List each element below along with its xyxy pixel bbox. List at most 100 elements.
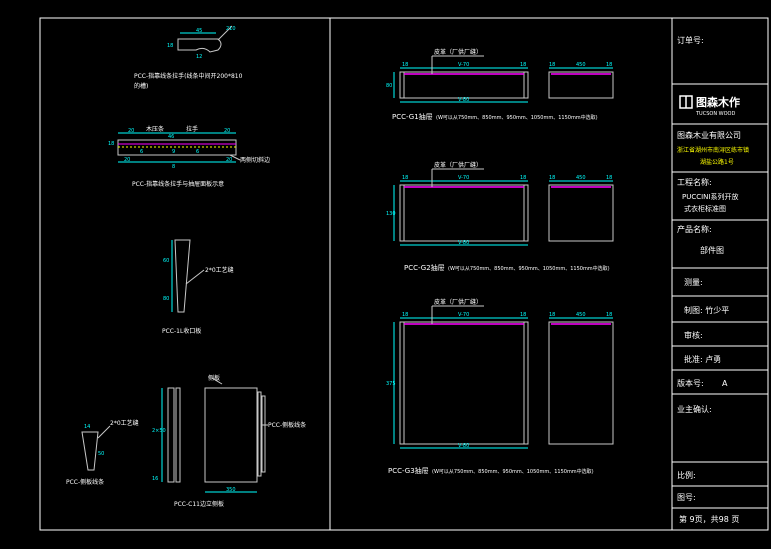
pull-caption-line1: PCC-指靠线条拉手(线条中间开200*810	[134, 72, 243, 80]
drawer-top-dim: 18	[402, 175, 408, 181]
page-info: 第 9页，共98 页	[679, 514, 739, 524]
measure-label: 测量:	[684, 278, 703, 287]
panel-dim: 2×50	[152, 428, 166, 434]
logo-sub: TUCSON WOOD	[695, 111, 735, 117]
drawer-caption: PCC-G1抽屉	[392, 112, 433, 121]
project-name-1: PUCCINI系列开放	[682, 192, 739, 201]
project-label: 工程名称:	[677, 177, 712, 187]
board-label-pull: 拉手	[186, 125, 198, 133]
drawn-by: 制图: 竹少平	[684, 305, 729, 315]
company-address-1: 浙江省湖州市南浔区练市镇	[677, 146, 749, 154]
drawer-material-label: 皮革（厂供厂缝）	[434, 161, 482, 169]
board-dim: 46	[168, 134, 174, 140]
drawer-bottom-dim: V-80	[458, 97, 469, 103]
board-dim: 6	[196, 149, 199, 155]
board-dim: 20	[224, 128, 230, 134]
title-block: 订单号: 图森木作 TUCSON WOOD 图森木业有限公司 浙江省湖州市南浔区…	[672, 35, 768, 524]
version-label: 版本号:	[677, 378, 704, 388]
drawer-side-dim: 18	[606, 175, 612, 181]
edge-dim: 60	[163, 258, 169, 264]
side-trim-profile	[81, 431, 99, 471]
board-label-water: 木压条	[146, 125, 164, 133]
edge-strip-section: 60 80 2*0工艺缝 PCC-1L收口板	[162, 239, 234, 335]
drawer-top-dim: V-70	[458, 175, 469, 181]
drawer-side-dim: 450	[576, 62, 586, 68]
drawer-top-dim: 18	[402, 312, 408, 318]
pull-handle-profile	[177, 38, 222, 53]
pull-handle-section: 45 210 18 12 PCC-指靠线条拉手(线条中间开200*810 的槽)	[134, 25, 243, 90]
drawer-front-outline	[399, 321, 529, 445]
panel-edge-view-2	[175, 387, 181, 483]
order-label: 订单号:	[677, 35, 704, 45]
edge-note: 2*0工艺缝	[205, 266, 234, 274]
drawer-front-inner	[403, 71, 525, 99]
drawer-side-outline	[548, 321, 614, 445]
drawer-caption: PCC-G2抽屉	[404, 263, 445, 272]
trim-dim: 50	[98, 451, 104, 457]
project-name-2: 式衣柜标准图	[684, 204, 726, 213]
trim-caption: PCC-侧板线条	[66, 478, 104, 486]
board-dim: 8	[172, 164, 175, 170]
panel-strip	[257, 391, 262, 477]
edge-caption: PCC-1L收口板	[162, 327, 201, 335]
board-section: 木压条 拉手 20 20 46 18 6 6 9 20 8 20 两侧切斜边 P…	[108, 125, 270, 188]
drawer-bottom-dim: V-80	[458, 240, 469, 246]
sheet-frame	[39, 17, 769, 531]
company-name: 图森木业有限公司	[677, 130, 741, 140]
drawer-height-dim: 80	[386, 83, 392, 89]
dim-pull-height: 18	[167, 43, 173, 49]
drawer-side-dim: 450	[576, 175, 586, 181]
edge-strip-profile	[174, 239, 191, 313]
board-note: 两侧切斜边	[240, 156, 270, 164]
board-caption: PCC-指靠线条拉手与抽屉面板示意	[132, 180, 224, 188]
drawer-side-outline	[548, 184, 614, 242]
edge-dim: 80	[163, 296, 169, 302]
logo-main: 图森木作	[696, 95, 740, 109]
dim-pull-length: 210	[226, 26, 236, 32]
drawer-side-outline	[548, 71, 614, 99]
panel-strip	[261, 395, 266, 473]
approved-by: 批准: 卢勇	[684, 354, 721, 364]
drawer-side-dim: 18	[606, 312, 612, 318]
pull-caption-line2: 的槽)	[134, 82, 148, 90]
drawer-side-dim: 18	[549, 62, 555, 68]
leader-line	[211, 377, 223, 385]
dim-pull-slot: 12	[196, 54, 202, 60]
version-value: A	[722, 379, 728, 388]
drawer-material-label: 皮革（厂供厂缝）	[434, 48, 482, 56]
drawer-side-dim: 18	[549, 312, 555, 318]
drawing-no-label: 图号:	[677, 493, 696, 502]
panel-right-note: PCC-侧板线条	[268, 421, 306, 429]
panel-width-dim: 350	[226, 487, 236, 493]
drawer-front-inner	[403, 321, 525, 445]
drawer-note: (W可以从750mm、850mm、950mm、1050mm、1150mm中选取)	[432, 468, 594, 475]
board-dim: 18	[108, 141, 114, 147]
drawer-height-dim: 375	[386, 381, 396, 387]
board-dim: 9	[172, 149, 175, 155]
review-label: 审核:	[684, 330, 703, 340]
drawer-top-dim: V-70	[458, 62, 469, 68]
drawer-side-dim: 18	[549, 175, 555, 181]
panel-caption: PCC-C11边立侧板	[174, 500, 224, 508]
board-dim: 20	[124, 157, 130, 163]
board-dim: 20	[128, 128, 134, 134]
drawer-note: (W可以从750mm、850mm、950mm、1050mm、1150mm中选取)	[448, 265, 610, 272]
side-panel-front	[204, 387, 258, 483]
board-dim: 20	[226, 157, 232, 163]
drawer-side-dim: 18	[606, 62, 612, 68]
panel-edge-view	[167, 387, 175, 483]
leader-line	[229, 154, 241, 161]
side-panel-section: 2×50 16 侧板 PCC-侧板线条 350 PCC-C11边立侧板	[152, 374, 306, 508]
drawer-top-dim: 18	[520, 62, 526, 68]
product-label: 产品名称:	[677, 224, 712, 234]
scale-label: 比例:	[677, 470, 696, 480]
side-trim-section: 14 50 2*0工艺缝 PCC-侧板线条	[66, 419, 139, 486]
owner-confirm: 业主确认:	[677, 404, 712, 414]
company-address-2: 湖盐公路1号	[700, 158, 734, 166]
trim-dim: 14	[84, 424, 90, 430]
dim-pull-width: 45	[196, 28, 202, 34]
drawer-caption: PCC-G3抽屉	[388, 466, 429, 475]
panel-label: 侧板	[208, 374, 220, 382]
